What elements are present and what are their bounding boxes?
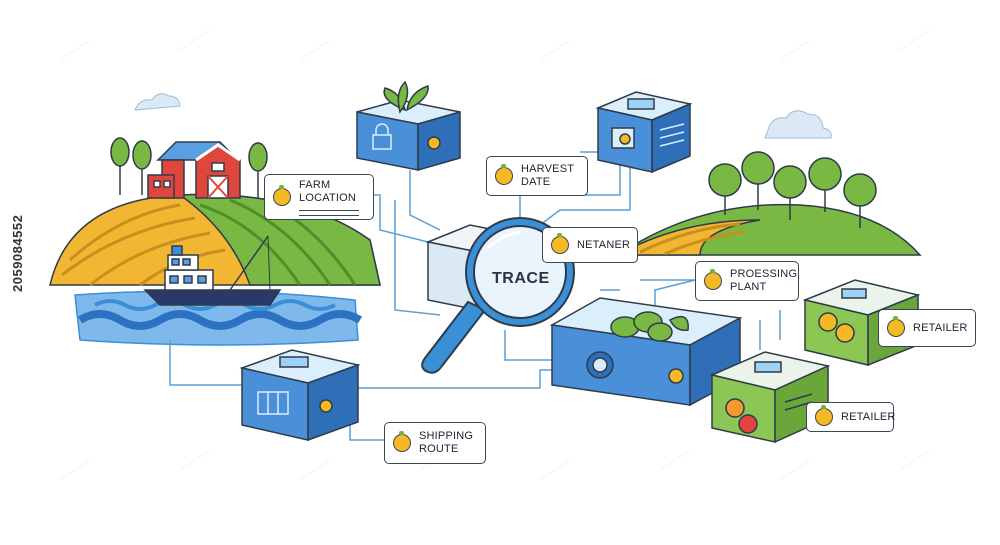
label-retailer-bottom: RETAILER — [806, 402, 896, 432]
tree-icon — [110, 137, 268, 198]
scale-icon — [887, 316, 905, 337]
label-processing-plant: PROESSING PLANT — [695, 261, 799, 301]
apple-icon — [273, 185, 291, 206]
bird-icon — [393, 431, 411, 452]
label-harvest-date: HARVEST DATE — [486, 156, 588, 196]
fuel-icon — [551, 233, 569, 254]
barn-icon — [147, 141, 241, 199]
boat-icon — [143, 235, 282, 306]
water — [74, 290, 363, 346]
label-shipping-route: SHIPPING ROUTE — [384, 422, 486, 464]
label-processing-line2: PLANT — [730, 281, 767, 293]
label-retailer-top-text: RETAILER — [913, 321, 968, 334]
produce-icon — [610, 311, 689, 342]
leaf-icon — [383, 80, 429, 114]
label-shipping-line2: ROUTE — [419, 443, 459, 455]
tree-icon — [708, 151, 877, 228]
apple-icon — [725, 398, 758, 434]
label-netaner: NETANER — [542, 227, 638, 263]
basket-icon — [815, 405, 833, 426]
orchard-hill — [615, 203, 922, 256]
label-farm-location-text: FARM LOCATION — [299, 178, 357, 204]
apple-icon — [495, 164, 513, 185]
label-processing-line1: PROESSING — [730, 268, 798, 280]
watermark — [59, 29, 931, 481]
stock-id-watermark: 2059084552 — [10, 214, 25, 292]
label-netaner-text: NETANER — [577, 238, 631, 251]
box-plant — [356, 80, 461, 171]
box-shipping — [239, 349, 361, 442]
label-shipping-line1: SHIPPING — [419, 430, 474, 442]
trace-label: TRACE — [492, 270, 550, 287]
label-harvest-line2: DATE — [521, 176, 551, 188]
label-farm-location: FARM LOCATION — [264, 174, 374, 220]
label-retailer-top: RETAILER — [878, 309, 976, 347]
box-document — [595, 91, 693, 174]
cloud-icon — [764, 110, 832, 139]
label-harvest-line1: HARVEST — [521, 163, 575, 175]
gears-icon — [704, 269, 722, 290]
label-retailer-bottom-text: RETAILER — [841, 410, 896, 423]
box-retailer-bottom — [709, 351, 831, 444]
cloud-icon — [134, 93, 181, 111]
